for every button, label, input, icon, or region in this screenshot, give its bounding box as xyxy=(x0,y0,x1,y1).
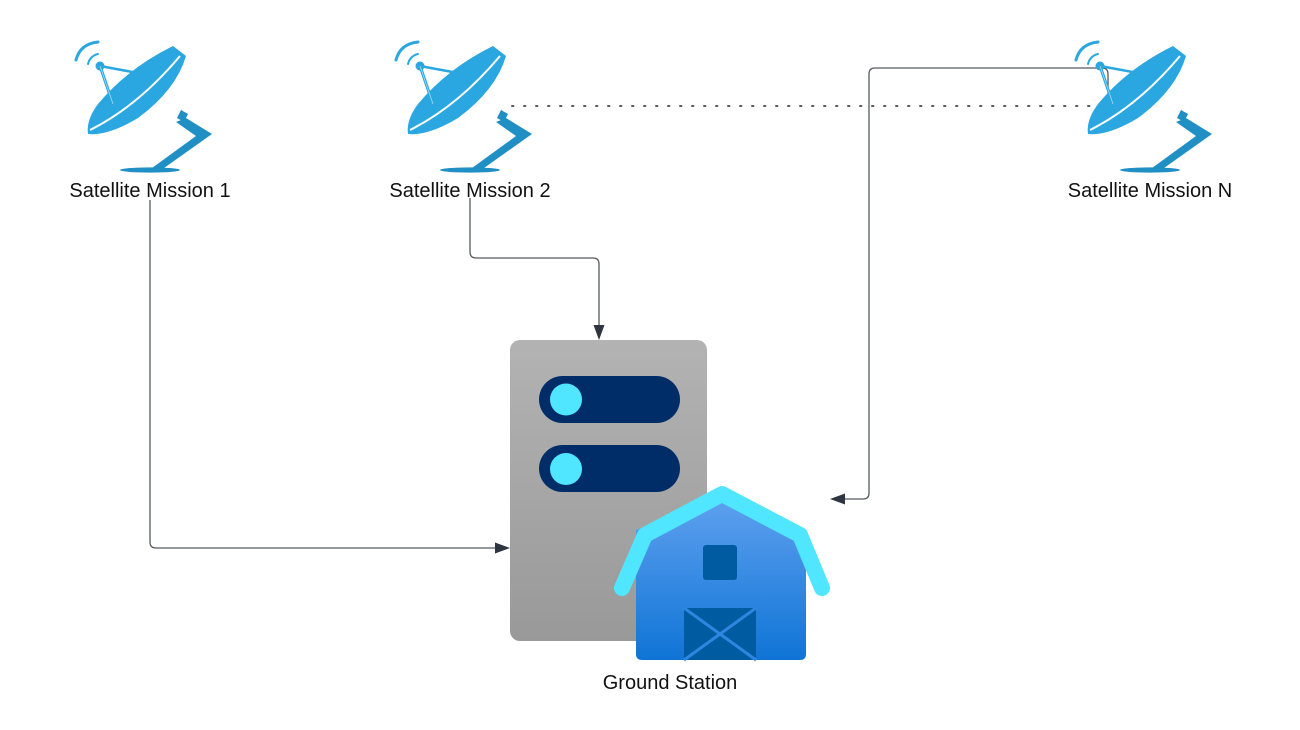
connector-sat1-to-ground xyxy=(149,200,510,554)
node-label-ground-station: Ground Station xyxy=(602,672,738,694)
arrowhead-icon xyxy=(830,493,845,505)
node-label-satellite-mission-2: Satellite Mission 2 xyxy=(389,180,551,202)
connector-satN-to-ground xyxy=(830,67,1109,505)
node-label-satellite-mission-n: Satellite Mission N xyxy=(1067,180,1233,202)
ground-station-icon xyxy=(510,340,830,662)
arrowhead-icon xyxy=(593,325,605,340)
node-label-satellite-mission-1: Satellite Mission 1 xyxy=(69,180,231,202)
satellite-dish-icon xyxy=(1074,40,1214,175)
arrowhead-icon xyxy=(495,542,510,554)
connector-sat2-to-ground xyxy=(469,198,605,340)
barn-icon xyxy=(614,486,830,662)
satellite-dish-icon xyxy=(394,40,534,175)
satellite-dish-icon xyxy=(74,40,214,175)
